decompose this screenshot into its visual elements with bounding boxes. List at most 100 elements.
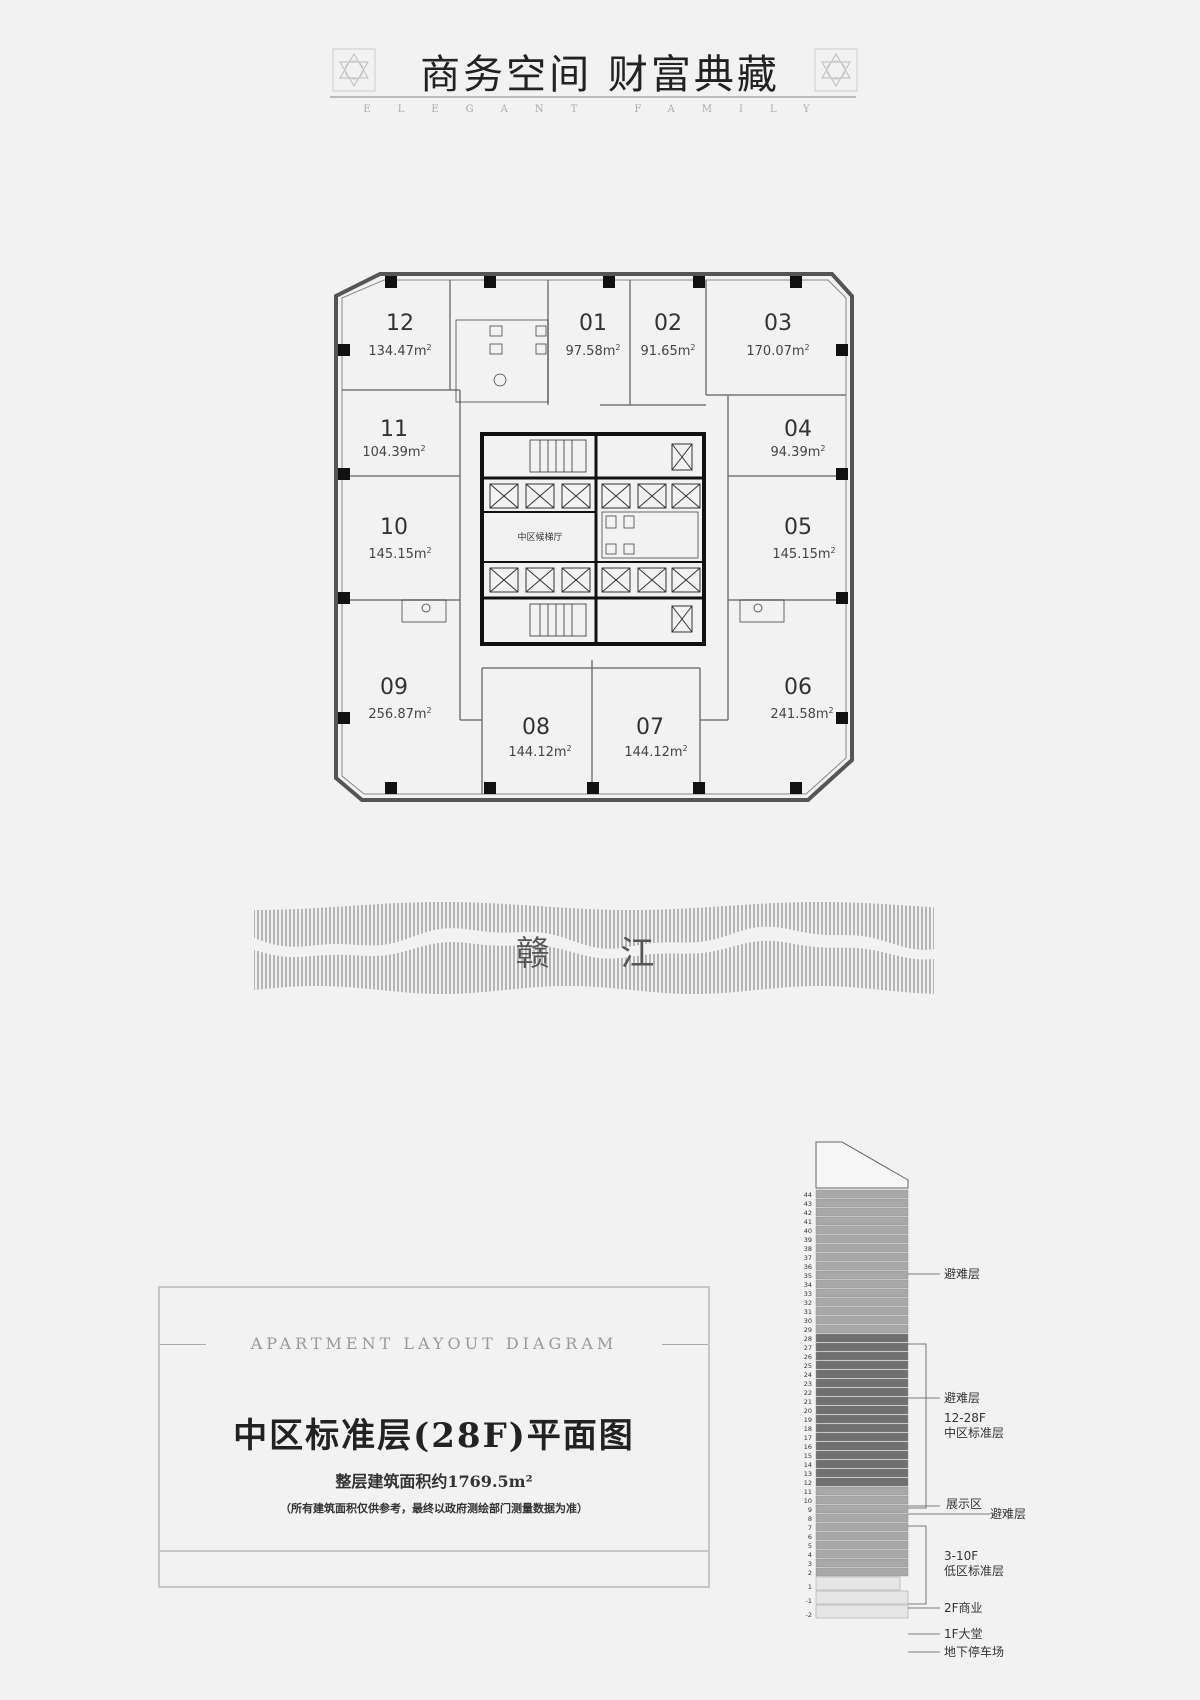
floor-number: 28 [804,1335,812,1343]
tower-floor-band [815,1288,909,1298]
structural-columns [338,276,848,794]
tower-floor-band [815,1477,909,1487]
tower-floor-band [815,1261,909,1271]
mid-zone-label: 中区标准层 [944,1425,1004,1440]
floor-number: 31 [804,1308,812,1316]
tower-floor-band [815,1549,909,1559]
floor-number: 5 [808,1542,812,1550]
floor-number: 6 [808,1533,812,1541]
unit-08-number: 08 [522,715,550,740]
low-zone-label: 低区标准层 [944,1564,1004,1578]
tower-floor-band [815,1378,909,1388]
floor-number: 8 [808,1515,812,1523]
parking-label: 地下停车场 [944,1644,1004,1659]
floor-number: 40 [804,1227,812,1235]
floor-number: 36 [804,1263,812,1271]
floor-number: 29 [804,1326,812,1334]
floor-number: 43 [804,1200,812,1208]
tower-floor-band [815,1315,909,1325]
tower-crown [815,1141,909,1189]
page-header: 商务空间 财富典藏 ELEGANT FAMILY [0,0,1200,130]
tower-floor-band [815,1450,909,1460]
floor-number: 7 [808,1524,812,1532]
unit-07-number: 07 [636,715,664,740]
unit-01-number: 01 [579,311,607,336]
tower-floor-band [815,1270,909,1280]
floor-number: 38 [804,1245,812,1253]
unit-03-number: 03 [764,311,792,336]
service-core [480,432,706,646]
unit-02-number: 02 [654,311,682,336]
tower-floor-band [815,1207,909,1217]
title-card: APARTMENT LAYOUT DIAGRAM 中区标准层(28F)平面图 整… [158,1286,710,1588]
unit-03-area: 170.07m2 [746,343,809,359]
tower-floor-band [815,1297,909,1307]
tower-floor-band [815,1324,909,1334]
tower-floor-band [815,1405,909,1415]
tower-floor-band [815,1531,909,1541]
floor-number: 10 [804,1497,812,1505]
river-graphic [254,902,934,994]
tower-body [815,1141,909,1619]
floor-number: 15 [804,1452,812,1460]
restroom-fixtures [401,319,785,623]
tower-floor-band [815,1558,909,1568]
tower-floor-band [815,1342,909,1352]
page-title: 商务空间 财富典藏 [420,52,780,98]
building-outline [334,272,854,802]
floor-number: 33 [804,1290,812,1298]
floor-number: 32 [804,1299,812,1307]
river-label: 赣 江 [515,934,685,974]
floor-number: 27 [804,1344,812,1352]
tower-floor-band [815,1567,909,1577]
tower-elevation: 4443424140393837363534333231302928272625… [804,1141,1026,1659]
tower-floor-band [815,1423,909,1433]
card-disclaimer: （所有建筑面积仅供参考，最终以政府测绘部门测量数据为准） [280,1502,588,1515]
tower-floor-band [815,1504,909,1514]
tower-floor-band [815,1459,909,1469]
floor-number: 14 [804,1461,812,1469]
floor-number: 1 [808,1583,812,1591]
tower-floor-band [815,1369,909,1379]
floor-number: 16 [804,1443,812,1451]
tower-floor-band [815,1432,909,1442]
tower-floor-band [815,1279,909,1289]
card-divider [160,1550,708,1552]
right-emblem-icon [814,48,858,92]
lobby-label: 1F大堂 [944,1627,983,1641]
stairs [529,439,587,637]
header-divider [330,96,856,98]
tower-floor-band [815,1468,909,1478]
tower-floor-band [815,1396,909,1406]
tower-floor-band [815,1387,909,1397]
floor-number: 17 [804,1434,812,1442]
tower-floor-band [815,1540,909,1550]
floor-number: -2 [806,1611,812,1619]
unit-06-area: 241.58m2 [770,706,833,722]
tower-floor-band [815,1306,909,1316]
floor-number: 11 [804,1488,812,1496]
floor-number: 4 [808,1551,812,1559]
floor-number: 18 [804,1425,812,1433]
zone-labels: 避难层 避难层 12-28F 中区标准层 展示区 避难层 3-10F 低区标准层… [944,1267,1026,1659]
unit-02-area: 91.65m2 [641,343,696,359]
refuge-floor-35-label: 避难层 [944,1267,980,1281]
tower-floor-band [815,1351,909,1361]
tower-floor-band [815,1189,909,1199]
unit-labels: 12 134.47m2 01 97.58m2 02 91.65m2 03 170… [362,311,835,760]
unit-11-number: 11 [380,417,408,442]
tower-floor-band [815,1576,901,1591]
unit-01-area: 97.58m2 [566,343,621,359]
unit-09-number: 09 [380,675,408,700]
unit-05-number: 05 [784,515,812,540]
tower-floor-band [815,1360,909,1370]
card-title: 中区标准层(28F)平面图 [233,1416,635,1456]
commercial-label: 2F商业 [944,1600,983,1615]
tower-floor-band [815,1333,909,1343]
tower-floor-band [815,1522,909,1532]
tower-floor-band [815,1198,909,1208]
unit-09-area: 256.87m2 [368,706,431,722]
unit-10-area: 145.15m2 [368,546,431,562]
unit-10-number: 10 [380,515,408,540]
